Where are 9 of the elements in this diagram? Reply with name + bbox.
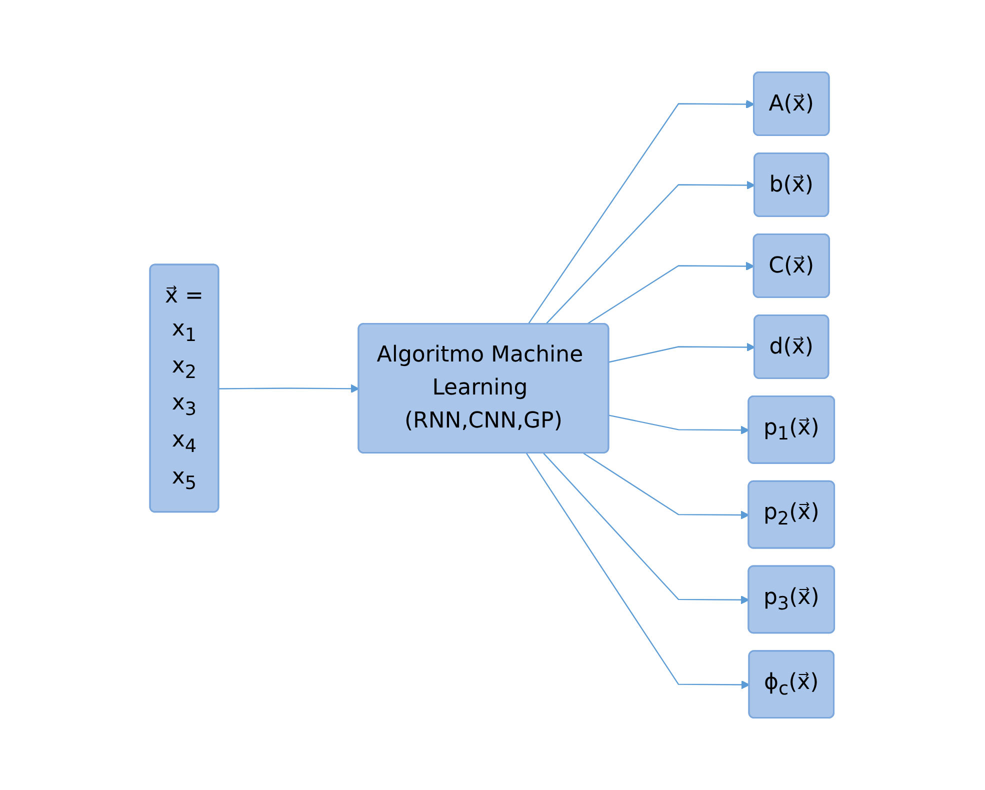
arrow (526, 452, 750, 690)
arrow (546, 180, 756, 325)
arrow (584, 452, 750, 520)
arrow (609, 342, 756, 363)
arrow (528, 100, 755, 325)
arrow (219, 384, 360, 394)
arrow (543, 452, 750, 604)
arrow (609, 414, 750, 435)
arrow (586, 262, 755, 325)
